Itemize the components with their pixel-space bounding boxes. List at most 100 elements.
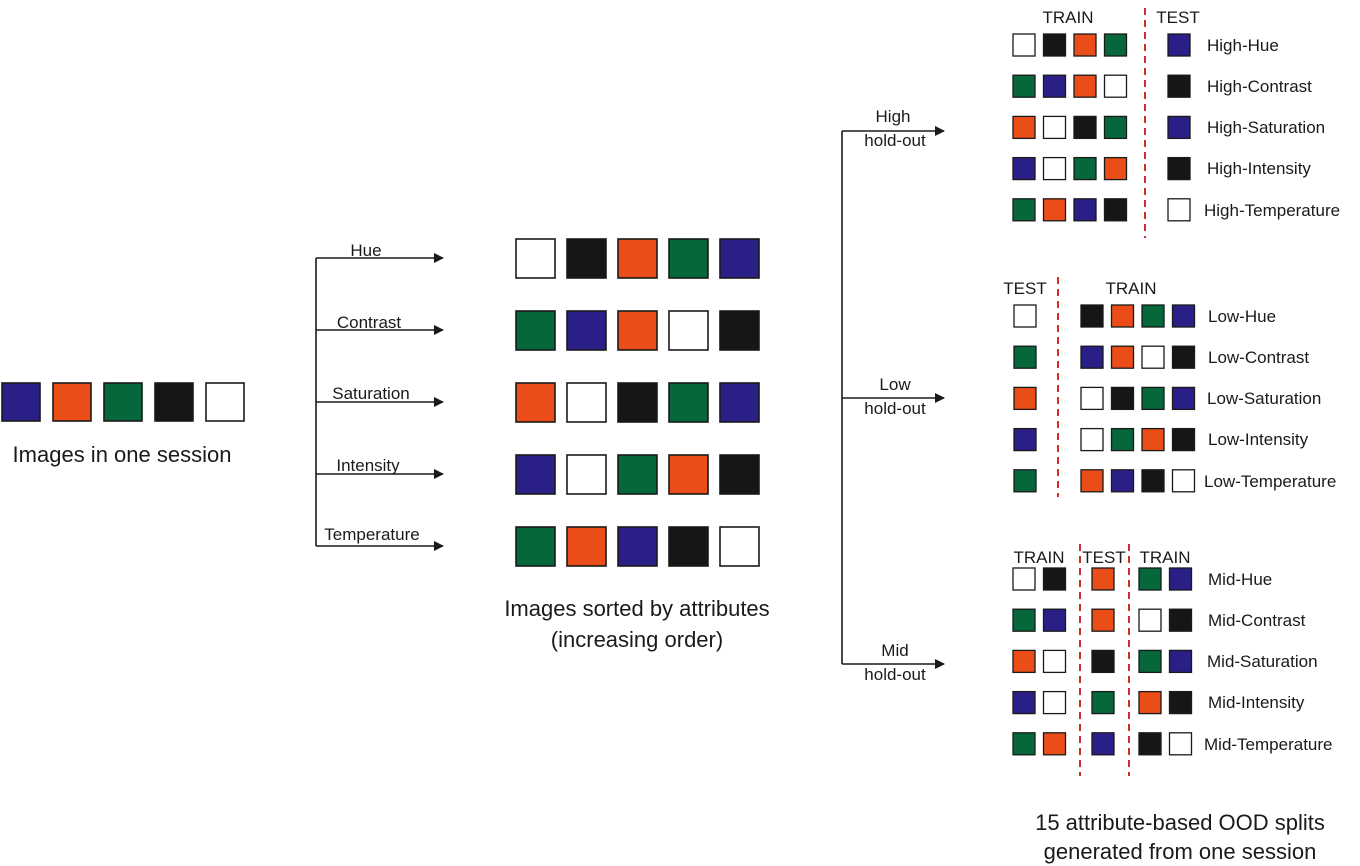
sorted-r2-white-swatch	[566, 382, 607, 423]
low-train-r0-orange-swatch	[1110, 304, 1135, 328]
mid-train-left-r2-orange-swatch	[1012, 649, 1036, 674]
sorted-caption-line1: Images sorted by attributes	[504, 596, 769, 621]
high-train-r0-black-swatch	[1042, 33, 1067, 57]
high-train-r2-white-swatch	[1042, 115, 1067, 140]
sorted-r3-orange-swatch	[668, 454, 709, 495]
high-train-r4-green-swatch	[1012, 198, 1036, 222]
low-train-r4-blue-swatch	[1110, 469, 1135, 493]
mid-test-r3-green-swatch	[1091, 690, 1115, 715]
high-train-r0-orange-swatch	[1073, 33, 1097, 57]
low-train-r2-white-swatch	[1080, 386, 1104, 411]
attribute-label-intensity: Intensity	[336, 456, 400, 475]
sorted-r1-blue-swatch	[566, 310, 607, 351]
mid-test-r1-orange-swatch	[1091, 608, 1115, 632]
attribute-label-saturation: Saturation	[332, 384, 410, 403]
low-test-r1-green-swatch	[1013, 345, 1037, 369]
low-test-r3-blue-swatch	[1013, 427, 1037, 452]
low-train-r2-black-swatch	[1110, 386, 1135, 411]
mid-train-right-r3-orange-swatch	[1138, 690, 1162, 715]
holdout-branches: High hold-out Low hold-out Mid hold-out	[841, 107, 945, 684]
high-holdout-label-line2: hold-out	[864, 131, 926, 150]
mid-train-left-r0-white-swatch	[1012, 567, 1036, 591]
session-orange-swatch	[52, 382, 92, 422]
mid-train-right-header: TRAIN	[1140, 548, 1191, 567]
sorted-r4-blue-swatch	[617, 526, 658, 567]
high-test-header: TEST	[1156, 8, 1199, 27]
attribute-label-contrast: Contrast	[337, 313, 402, 332]
session-green-swatch	[103, 382, 143, 422]
mid-row-label-1: Mid-Contrast	[1208, 611, 1306, 630]
high-train-r1-blue-swatch	[1042, 74, 1067, 98]
session-swatches	[1, 382, 245, 422]
low-train-r3-black-swatch	[1171, 427, 1196, 452]
high-test-r1-black-swatch	[1167, 74, 1191, 98]
high-train-r2-green-swatch	[1103, 115, 1128, 140]
mid-train-left-r3-white-swatch	[1042, 690, 1067, 715]
mid-train-left-r4-orange-swatch	[1042, 732, 1067, 756]
low-train-r0-green-swatch	[1141, 304, 1165, 328]
mid-row-label-3: Mid-Intensity	[1208, 693, 1305, 712]
high-train-r0-green-swatch	[1103, 33, 1128, 57]
sorted-r0-green-swatch	[668, 238, 709, 279]
sorted-r0-white-swatch	[515, 238, 556, 279]
mid-test-header: TEST	[1082, 548, 1125, 567]
sorted-r0-orange-swatch	[617, 238, 658, 279]
mid-split-swatches	[1012, 567, 1193, 756]
low-split-panel: TEST TRAIN Low-Hue Low-Contrast Low-Satu…	[1003, 277, 1336, 497]
high-test-r4-white-swatch	[1167, 198, 1191, 222]
high-train-r3-blue-swatch	[1012, 156, 1036, 181]
low-row-label-1: Low-Contrast	[1208, 348, 1309, 367]
mid-train-left-r3-blue-swatch	[1012, 690, 1036, 715]
high-row-label-4: High-Temperature	[1204, 201, 1340, 220]
mid-train-right-r1-white-swatch	[1138, 608, 1162, 632]
mid-train-right-r1-black-swatch	[1168, 608, 1193, 632]
sorted-r1-orange-swatch	[617, 310, 658, 351]
mid-train-left-r1-blue-swatch	[1042, 608, 1067, 632]
low-test-r4-green-swatch	[1013, 469, 1037, 493]
low-train-r3-orange-swatch	[1141, 427, 1165, 452]
mid-split-panel: TRAIN TEST TRAIN Mid-Hue Mid-Contrast Mi…	[1012, 544, 1333, 776]
mid-test-r0-orange-swatch	[1091, 567, 1115, 591]
sorted-r0-black-swatch	[566, 238, 607, 279]
low-test-header: TEST	[1003, 279, 1046, 298]
mid-holdout-label-line2: hold-out	[864, 665, 926, 684]
session-caption: Images in one session	[13, 442, 232, 467]
high-train-r4-blue-swatch	[1073, 198, 1097, 222]
mid-train-left-header: TRAIN	[1014, 548, 1065, 567]
sorted-r0-blue-swatch	[719, 238, 760, 279]
low-train-r4-black-swatch	[1141, 469, 1165, 493]
sorted-r3-blue-swatch	[515, 454, 556, 495]
mid-holdout-label-line1: Mid	[881, 641, 908, 660]
sorted-r3-green-swatch	[617, 454, 658, 495]
mid-test-r2-black-swatch	[1091, 649, 1115, 674]
mid-row-label-2: Mid-Saturation	[1207, 652, 1318, 671]
low-train-r1-white-swatch	[1141, 345, 1165, 369]
sorted-r3-white-swatch	[566, 454, 607, 495]
high-train-header: TRAIN	[1043, 8, 1094, 27]
high-train-r1-orange-swatch	[1073, 74, 1097, 98]
high-train-r1-green-swatch	[1012, 74, 1036, 98]
low-holdout-label-line1: Low	[879, 375, 911, 394]
sorted-r4-black-swatch	[668, 526, 709, 567]
mid-train-right-r4-black-swatch	[1138, 732, 1162, 756]
high-row-label-1: High-Contrast	[1207, 77, 1312, 96]
low-row-label-4: Low-Temperature	[1204, 472, 1336, 491]
mid-row-label-4: Mid-Temperature	[1204, 735, 1333, 754]
mid-train-right-r2-blue-swatch	[1168, 649, 1193, 674]
mid-train-right-r0-green-swatch	[1138, 567, 1162, 591]
sorted-caption-line2: (increasing order)	[551, 627, 723, 652]
sorted-r4-green-swatch	[515, 526, 556, 567]
low-train-r0-black-swatch	[1080, 304, 1104, 328]
high-split-panel: TRAIN TEST High-Hue High-Contrast High-S…	[1012, 8, 1340, 238]
high-test-r2-blue-swatch	[1167, 115, 1191, 140]
attribute-branches: Hue Contrast Saturation Intensity Temper…	[315, 241, 444, 551]
session-white-swatch	[205, 382, 245, 422]
high-train-r4-orange-swatch	[1042, 198, 1067, 222]
mid-train-right-r3-black-swatch	[1168, 690, 1193, 715]
low-row-label-3: Low-Intensity	[1208, 430, 1309, 449]
attribute-label-temperature: Temperature	[324, 525, 419, 544]
ood-caption-line2: generated from one session	[1044, 839, 1317, 864]
mid-train-right-r4-white-swatch	[1168, 732, 1193, 756]
high-row-label-3: High-Intensity	[1207, 159, 1311, 178]
